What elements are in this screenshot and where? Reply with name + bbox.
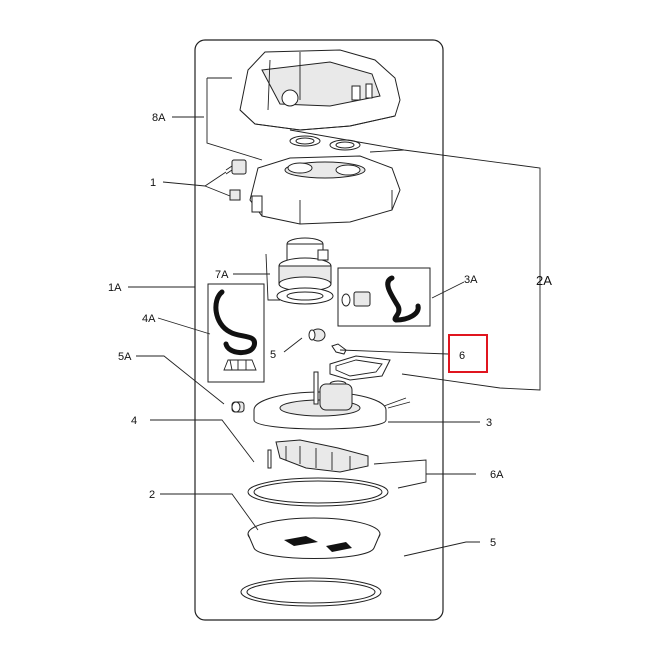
upper-housing-part[interactable]	[239, 49, 401, 131]
label-4A: 4A	[142, 313, 156, 325]
label-6: 6	[459, 350, 465, 362]
bushing-5-part[interactable]	[308, 328, 326, 342]
seal-rings-upper[interactable]	[289, 135, 361, 151]
bracket-6-part[interactable]	[331, 343, 347, 355]
label-7A: 7A	[215, 269, 229, 281]
leader-lines	[128, 77, 541, 557]
base-plate-part[interactable]	[253, 371, 411, 430]
label-2A: 2A	[536, 273, 552, 288]
label-2: 2	[149, 489, 155, 501]
cable-4A-box[interactable]	[207, 283, 265, 383]
label-5-small: 5	[270, 349, 276, 361]
label-4: 4	[131, 415, 137, 427]
bottom-ring-part[interactable]	[240, 577, 382, 607]
gasket-part[interactable]	[329, 355, 391, 388]
label-5A: 5A	[118, 351, 132, 363]
filter-tray-part[interactable]	[247, 517, 381, 559]
highlight-box	[448, 334, 488, 373]
diagram-frame	[194, 39, 444, 621]
motor-assembly-part[interactable]	[276, 237, 334, 305]
float-cage-6A-part[interactable]	[267, 439, 369, 473]
label-3A: 3A	[464, 274, 478, 286]
label-1: 1	[150, 177, 156, 189]
switch-5A-part[interactable]	[231, 401, 245, 413]
middle-housing-part[interactable]	[249, 155, 401, 225]
kit-3A-box[interactable]	[337, 267, 431, 327]
label-3: 3	[486, 417, 492, 429]
label-5-bottom: 5	[490, 537, 496, 549]
o-ring-part[interactable]	[247, 477, 389, 507]
switch-part[interactable]	[225, 159, 247, 201]
label-1A: 1A	[108, 282, 122, 294]
label-8A: 8A	[152, 112, 166, 124]
label-6A: 6A	[490, 469, 504, 481]
